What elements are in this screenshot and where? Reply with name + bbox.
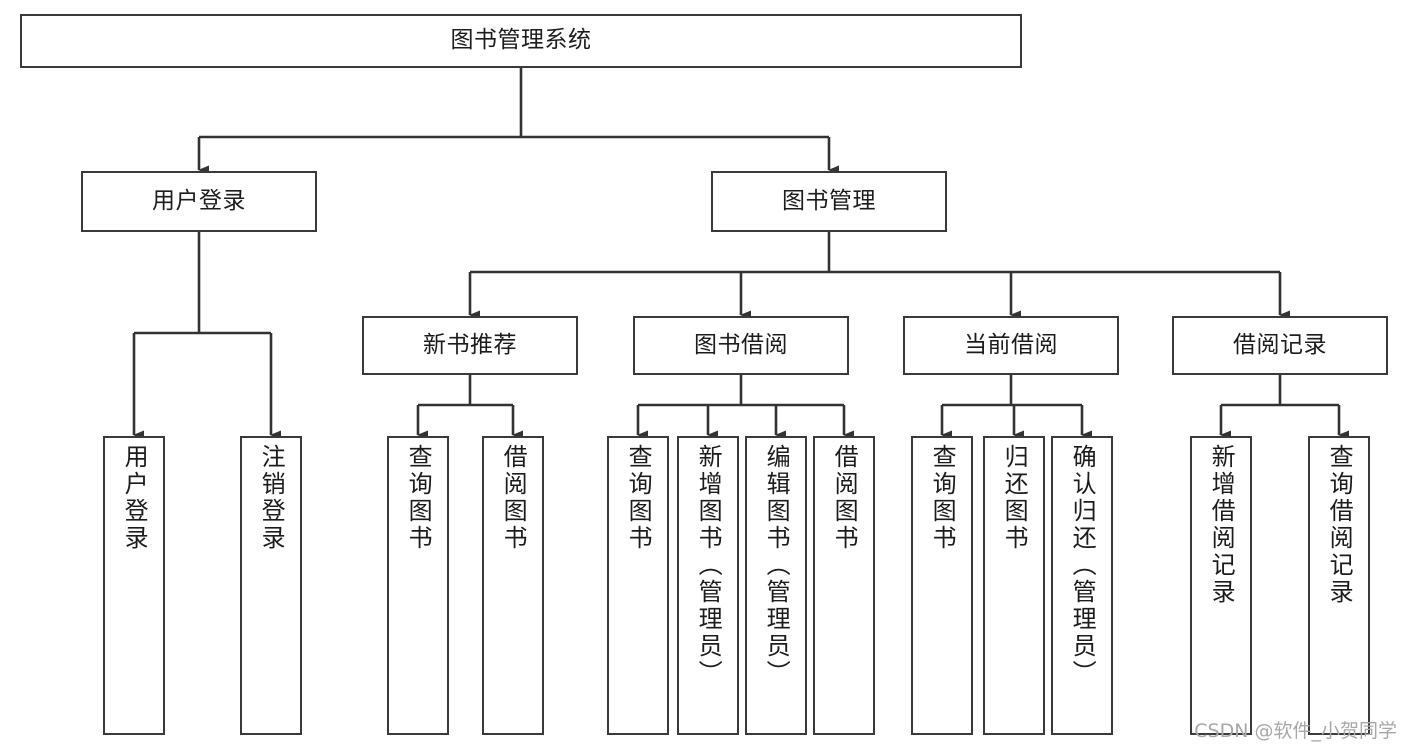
node-leaf-02[interactable]: 注销登录 (240, 436, 302, 735)
node-label: 新增借阅记录 (1207, 444, 1236, 606)
node-label: 归还图书 (1000, 444, 1029, 552)
node-leaf-03[interactable]: 查询图书 (387, 436, 449, 735)
node-label: 查询图书 (624, 444, 653, 552)
node-records[interactable]: 借阅记录 (1172, 316, 1388, 375)
node-label: 查询借阅记录 (1325, 444, 1354, 606)
node-label: 图书管理系统 (450, 27, 592, 54)
node-label: 编辑图书（管理员） (762, 444, 791, 687)
node-label: 当前借阅 (964, 331, 1058, 358)
node-leaf-06[interactable]: 新增图书（管理员） (677, 436, 739, 735)
node-leaf-05[interactable]: 查询图书 (607, 436, 669, 735)
node-leaf-08[interactable]: 借阅图书 (813, 436, 875, 735)
node-label: 图书管理 (782, 187, 876, 214)
node-borrow[interactable]: 图书借阅 (633, 316, 849, 375)
node-login[interactable]: 用户登录 (81, 171, 317, 232)
node-label: 借阅图书 (830, 444, 859, 552)
node-leaf-04[interactable]: 借阅图书 (482, 436, 544, 735)
node-label: 新增图书（管理员） (694, 444, 723, 687)
node-leaf-12[interactable]: 新增借阅记录 (1190, 436, 1252, 735)
node-label: 查询图书 (404, 444, 433, 552)
node-leaf-13[interactable]: 查询借阅记录 (1308, 436, 1370, 735)
node-label: 查询图书 (928, 444, 957, 552)
node-root[interactable]: 图书管理系统 (20, 14, 1022, 68)
node-leaf-01[interactable]: 用户登录 (103, 436, 165, 735)
node-current[interactable]: 当前借阅 (903, 316, 1119, 375)
node-label: 确认归还（管理员） (1068, 444, 1097, 687)
node-label: 新书推荐 (423, 331, 517, 358)
node-label: 图书借阅 (694, 331, 788, 358)
watermark-text: CSDN @软件_小贺同学 (1194, 720, 1397, 742)
node-leaf-10[interactable]: 归还图书 (983, 436, 1045, 735)
node-leaf-07[interactable]: 编辑图书（管理员） (745, 436, 807, 735)
node-newbook[interactable]: 新书推荐 (362, 316, 578, 375)
node-leaf-11[interactable]: 确认归还（管理员） (1051, 436, 1113, 735)
node-label: 用户登录 (120, 444, 149, 552)
edge-group (132, 68, 1349, 440)
node-label: 借阅图书 (499, 444, 528, 552)
node-bookmgmt[interactable]: 图书管理 (711, 171, 947, 232)
node-label: 用户登录 (152, 187, 246, 214)
node-label: 借阅记录 (1233, 331, 1327, 358)
node-leaf-09[interactable]: 查询图书 (911, 436, 973, 735)
node-label: 注销登录 (257, 444, 286, 552)
